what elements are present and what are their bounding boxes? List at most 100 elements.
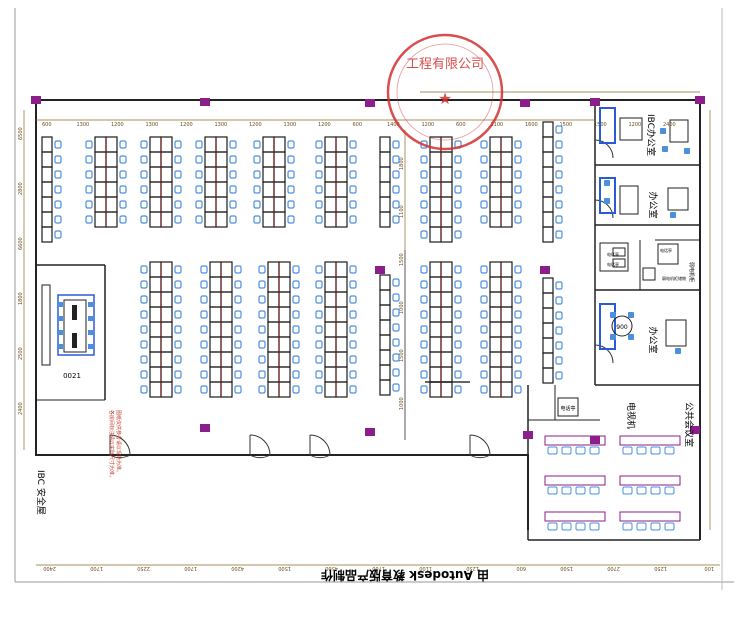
dimension-top-label: 1200: [318, 122, 331, 128]
chair: [420, 295, 428, 304]
chair: [258, 310, 266, 319]
desk: [542, 136, 554, 153]
desk: [149, 151, 162, 168]
desk: [489, 211, 502, 228]
desk: [105, 151, 118, 168]
office-low: 900 办公室: [599, 303, 687, 354]
desk: [324, 166, 337, 183]
chair: [140, 200, 148, 209]
desk: [160, 366, 173, 383]
chair: [555, 341, 563, 350]
desk: [429, 306, 442, 323]
desk: [440, 351, 453, 368]
desk: [160, 196, 173, 213]
chair: [650, 522, 661, 531]
desk: [500, 181, 513, 198]
desk: [160, 336, 173, 353]
chair: [420, 385, 428, 394]
desk: [324, 136, 337, 153]
desk: [209, 351, 222, 368]
desk: [542, 337, 554, 354]
chair: [480, 355, 488, 364]
chair: [392, 308, 400, 317]
column: [375, 266, 385, 274]
desk: [379, 151, 391, 168]
chair: [555, 125, 563, 134]
chair: [174, 295, 182, 304]
desk: [94, 196, 107, 213]
desk: [94, 181, 107, 198]
room-label-office-low: 办公室: [647, 326, 659, 353]
chair: [119, 170, 127, 179]
chair: [229, 215, 237, 224]
desk: [273, 151, 286, 168]
chair: [315, 355, 323, 364]
desk: [324, 196, 337, 213]
desk: [542, 307, 554, 324]
chair: [174, 215, 182, 224]
desk: [489, 291, 502, 308]
chair: [174, 310, 182, 319]
desk: [440, 336, 453, 353]
chair: [454, 295, 462, 304]
chair: [195, 170, 203, 179]
desk: [209, 366, 222, 383]
desk: [500, 291, 513, 308]
desk: [209, 261, 222, 278]
desk: [335, 306, 348, 323]
desk: [105, 196, 118, 213]
chair: [234, 370, 242, 379]
chair: [454, 370, 462, 379]
chair: [555, 170, 563, 179]
desk: [500, 166, 513, 183]
chair: [454, 200, 462, 209]
chair: [119, 185, 127, 194]
chair: [292, 340, 300, 349]
chair: [200, 385, 208, 394]
chair: [287, 185, 295, 194]
desk: [429, 276, 442, 293]
chair: [349, 280, 357, 289]
chair: [287, 215, 295, 224]
desk: [440, 211, 453, 228]
chair: [292, 385, 300, 394]
dimension-top-label: 1500: [560, 122, 573, 128]
chair: [420, 230, 428, 239]
desk: [160, 166, 173, 183]
chair: [140, 370, 148, 379]
dimension-mid-label: 1800: [399, 157, 405, 170]
chair: [292, 310, 300, 319]
meeting-table: [544, 511, 606, 522]
desk: [379, 166, 391, 183]
chair: [575, 522, 586, 531]
column: [590, 98, 600, 106]
desk: [489, 166, 502, 183]
desk: [500, 211, 513, 228]
desk: [324, 321, 337, 338]
chair: [514, 295, 522, 304]
desk: [440, 151, 453, 168]
desk: [41, 136, 53, 153]
chair: [292, 280, 300, 289]
desk: [324, 151, 337, 168]
desk: [215, 211, 228, 228]
chair: [547, 522, 558, 531]
chair: [420, 215, 428, 224]
desk-cluster: [85, 136, 127, 228]
chair: [200, 265, 208, 274]
desk: [267, 261, 280, 278]
desk: [489, 181, 502, 198]
desk: [209, 336, 222, 353]
desk: [440, 226, 453, 243]
dimension-top-label: 600: [456, 122, 466, 128]
chair: [514, 310, 522, 319]
chair: [636, 446, 647, 455]
desk: [149, 336, 162, 353]
desk: [273, 136, 286, 153]
dimension-bottom-label: 1500: [560, 565, 573, 571]
chair: [561, 446, 572, 455]
chair: [349, 185, 357, 194]
chair: [420, 355, 428, 364]
desk: [94, 151, 107, 168]
chair: [174, 185, 182, 194]
